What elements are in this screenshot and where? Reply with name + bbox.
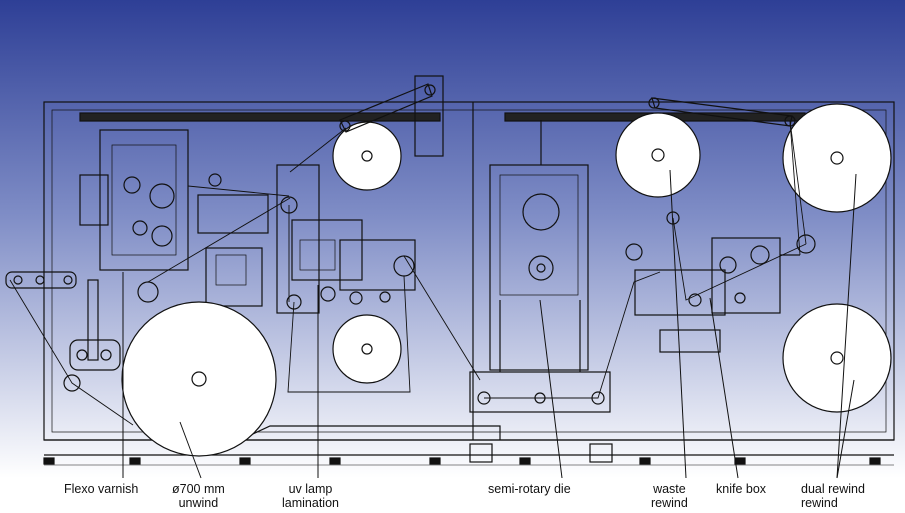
uv-lamination-unit (276, 164, 416, 314)
label-unwind: ø700 mm unwind (172, 482, 225, 510)
label-uv-lamp: uv lamp lamination (282, 482, 339, 510)
dual-rewind-bottom-roll (782, 303, 892, 413)
label-waste-line1: waste (653, 482, 686, 496)
lamination-supply-roll (332, 121, 402, 191)
label-dual-line2: rewind (801, 496, 838, 510)
lamination-rewind-roll (332, 314, 402, 384)
label-knife-box: knife box (716, 482, 767, 496)
semi-rotary-die-unit (469, 120, 611, 413)
label-dual-rewind: dual rewind rewind (801, 482, 865, 510)
label-flexo-varnish: Flexo varnish (64, 482, 139, 496)
label-semi-rotary-die: semi-rotary die (488, 482, 571, 496)
web-path (9, 120, 807, 426)
label-waste-line2: rewind (651, 496, 688, 510)
label-uv-line2: lamination (282, 496, 339, 510)
waste-rewind-roll (615, 112, 701, 198)
label-dual-line1: dual rewind (801, 482, 865, 496)
label-unwind-line2: unwind (178, 496, 219, 510)
lamination-arm (339, 75, 444, 157)
machine-feet (43, 457, 881, 465)
label-waste-rewind: waste rewind (651, 482, 688, 510)
unwind-roll (121, 301, 277, 457)
dual-rewind-top-roll (782, 103, 892, 213)
base-boxes (469, 443, 613, 463)
label-unwind-line1: ø700 mm (172, 482, 225, 496)
label-pointers (122, 169, 857, 479)
flexo-varnish-unit (79, 129, 269, 307)
label-uv-line1: uv lamp (288, 482, 333, 496)
